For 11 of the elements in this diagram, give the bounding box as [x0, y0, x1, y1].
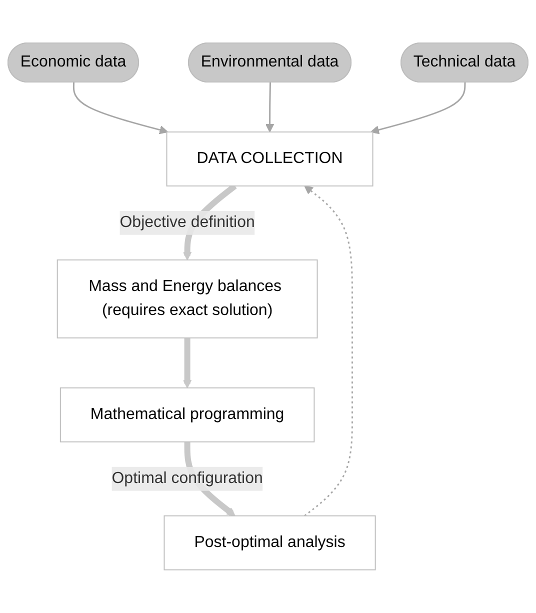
- arrow: [370, 82, 466, 134]
- node-box: Mathematical programming: [60, 387, 315, 442]
- arrow: [182, 338, 192, 388]
- edge-label: Optimal configuration: [112, 470, 263, 487]
- node-box: Post-optimal analysis: [164, 515, 376, 570]
- node-box: Mass and Energy balances (requires exact solution): [56, 260, 318, 338]
- arrow: [265, 82, 274, 132]
- arrow: [304, 186, 353, 516]
- node-box: DATA COLLECTION: [166, 132, 374, 187]
- edge-label: Objective definition: [120, 214, 255, 232]
- arrow: [72, 82, 168, 134]
